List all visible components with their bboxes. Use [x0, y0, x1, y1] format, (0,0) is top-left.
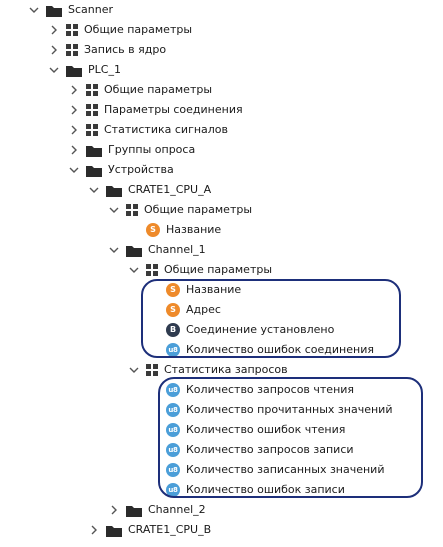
chevron-down-icon[interactable] — [128, 264, 140, 276]
chevron-right-icon[interactable] — [68, 104, 80, 116]
folder-icon — [46, 4, 62, 17]
tree-node-channel-2[interactable]: Channel_2 — [108, 500, 206, 520]
tree-node-crate-a[interactable]: CRATE1_CPU_A — [88, 180, 211, 200]
bool-type-icon: B — [166, 323, 180, 337]
tree-label: Параметры соединения — [104, 103, 243, 116]
tree-label: Название — [166, 223, 222, 236]
tree-node-scanner-general[interactable]: Общие параметры — [48, 20, 192, 40]
folder-icon — [106, 184, 122, 197]
tree-label: Количество записанных значений — [186, 463, 385, 476]
chevron-right-icon[interactable] — [48, 24, 60, 36]
tree-label: Общие параметры — [164, 263, 273, 276]
tree-node-plc-connection[interactable]: Параметры соединения — [68, 100, 243, 120]
tree-label: Общие параметры — [144, 203, 253, 216]
string-type-icon: S — [166, 283, 180, 297]
chevron-down-icon[interactable] — [108, 204, 120, 216]
folder-icon — [126, 244, 142, 257]
tree-label: Статистика сигналов — [104, 123, 229, 136]
chevron-right-icon[interactable] — [48, 44, 60, 56]
tree-label: Количество ошибок записи — [186, 483, 345, 496]
tree-node-crate-a-name[interactable]: S Название — [146, 220, 221, 240]
folder-icon — [126, 504, 142, 517]
chevron-down-icon[interactable] — [48, 64, 60, 76]
tree-node-ch1-read-errors[interactable]: u8 Количество ошибок чтения — [166, 420, 345, 440]
tree-node-ch1-read-requests[interactable]: u8 Количество запросов чтения — [166, 380, 354, 400]
tree-label: Соединение установлено — [186, 323, 335, 336]
tree-label: Количество ошибок чтения — [186, 423, 346, 436]
chevron-right-icon[interactable] — [88, 524, 100, 536]
chevron-down-icon[interactable] — [68, 164, 80, 176]
tree-node-plc-devices[interactable]: Устройства — [68, 160, 174, 180]
grid-icon — [126, 204, 138, 216]
tree-node-plc-general[interactable]: Общие параметры — [68, 80, 212, 100]
chevron-down-icon[interactable] — [108, 244, 120, 256]
chevron-right-icon[interactable] — [68, 144, 80, 156]
tree-node-plc[interactable]: PLC_1 — [48, 60, 121, 80]
tree-node-scanner-core[interactable]: Запись в ядро — [48, 40, 166, 60]
folder-icon — [66, 64, 82, 77]
uint8-type-icon: u8 — [166, 423, 180, 437]
grid-icon — [66, 44, 78, 56]
tree-node-plc-stats[interactable]: Статистика сигналов — [68, 120, 228, 140]
tree-node-crate-b[interactable]: CRATE1_CPU_B — [88, 520, 211, 540]
tree-label: Channel_2 — [148, 503, 206, 516]
tree-node-plc-poll-groups[interactable]: Группы опроса — [68, 140, 195, 160]
tree-label: Channel_1 — [148, 243, 206, 256]
uint8-type-icon: u8 — [166, 463, 180, 477]
tree-node-ch1-general[interactable]: Общие параметры — [128, 260, 272, 280]
grid-icon — [146, 364, 158, 376]
uint8-type-icon: u8 — [166, 383, 180, 397]
grid-icon — [146, 264, 158, 276]
grid-icon — [86, 84, 98, 96]
tree-label: Статистика запросов — [164, 363, 288, 376]
tree-label: Общие параметры — [84, 23, 193, 36]
tree-node-scanner[interactable]: Scanner — [28, 0, 113, 20]
tree-label: Запись в ядро — [84, 43, 167, 56]
tree-label: Количество запросов чтения — [186, 383, 355, 396]
tree-node-ch1-read-values[interactable]: u8 Количество прочитанных значений — [166, 400, 392, 420]
chevron-right-icon[interactable] — [68, 124, 80, 136]
grid-icon — [86, 104, 98, 116]
string-type-icon: S — [166, 303, 180, 317]
tree-label: Адрес — [186, 303, 221, 316]
tree-node-ch1-conn-errors[interactable]: u8 Количество ошибок соединения — [166, 340, 374, 360]
uint8-type-icon: u8 — [166, 443, 180, 457]
tree-node-channel-1[interactable]: Channel_1 — [108, 240, 206, 260]
uint8-type-icon: u8 — [166, 343, 180, 357]
tree-node-ch1-connected[interactable]: B Соединение установлено — [166, 320, 334, 340]
tree-node-ch1-written-values[interactable]: u8 Количество записанных значений — [166, 460, 384, 480]
uint8-type-icon: u8 — [166, 483, 180, 497]
tree-node-ch1-req-stats[interactable]: Статистика запросов — [128, 360, 288, 380]
folder-icon — [86, 164, 102, 177]
folder-icon — [106, 524, 122, 537]
uint8-type-icon: u8 — [166, 403, 180, 417]
tree-node-ch1-address[interactable]: S Адрес — [166, 300, 221, 320]
tree-label: Количество ошибок соединения — [186, 343, 374, 356]
chevron-right-icon[interactable] — [68, 84, 80, 96]
string-type-icon: S — [146, 223, 160, 237]
tree-node-ch1-name[interactable]: S Название — [166, 280, 241, 300]
tree-label: CRATE1_CPU_A — [128, 183, 212, 196]
tree-label: PLC_1 — [88, 63, 121, 76]
tree-label: Группы опроса — [108, 143, 196, 156]
chevron-down-icon[interactable] — [88, 184, 100, 196]
tree-label: CRATE1_CPU_B — [128, 523, 212, 536]
tree-node-crate-a-general[interactable]: Общие параметры — [108, 200, 252, 220]
tree-label: Устройства — [108, 163, 174, 176]
tree-node-ch1-write-errors[interactable]: u8 Количество ошибок записи — [166, 480, 345, 500]
tree-label: Количество прочитанных значений — [186, 403, 393, 416]
grid-icon — [86, 124, 98, 136]
tree-label: Количество запросов записи — [186, 443, 354, 456]
tree-label: Scanner — [68, 3, 114, 16]
folder-icon — [86, 144, 102, 157]
chevron-down-icon[interactable] — [28, 4, 40, 16]
chevron-down-icon[interactable] — [128, 364, 140, 376]
tree-label: Общие параметры — [104, 83, 213, 96]
tree-node-ch1-write-requests[interactable]: u8 Количество запросов записи — [166, 440, 354, 460]
grid-icon — [66, 24, 78, 36]
tree-label: Название — [186, 283, 242, 296]
chevron-right-icon[interactable] — [108, 504, 120, 516]
